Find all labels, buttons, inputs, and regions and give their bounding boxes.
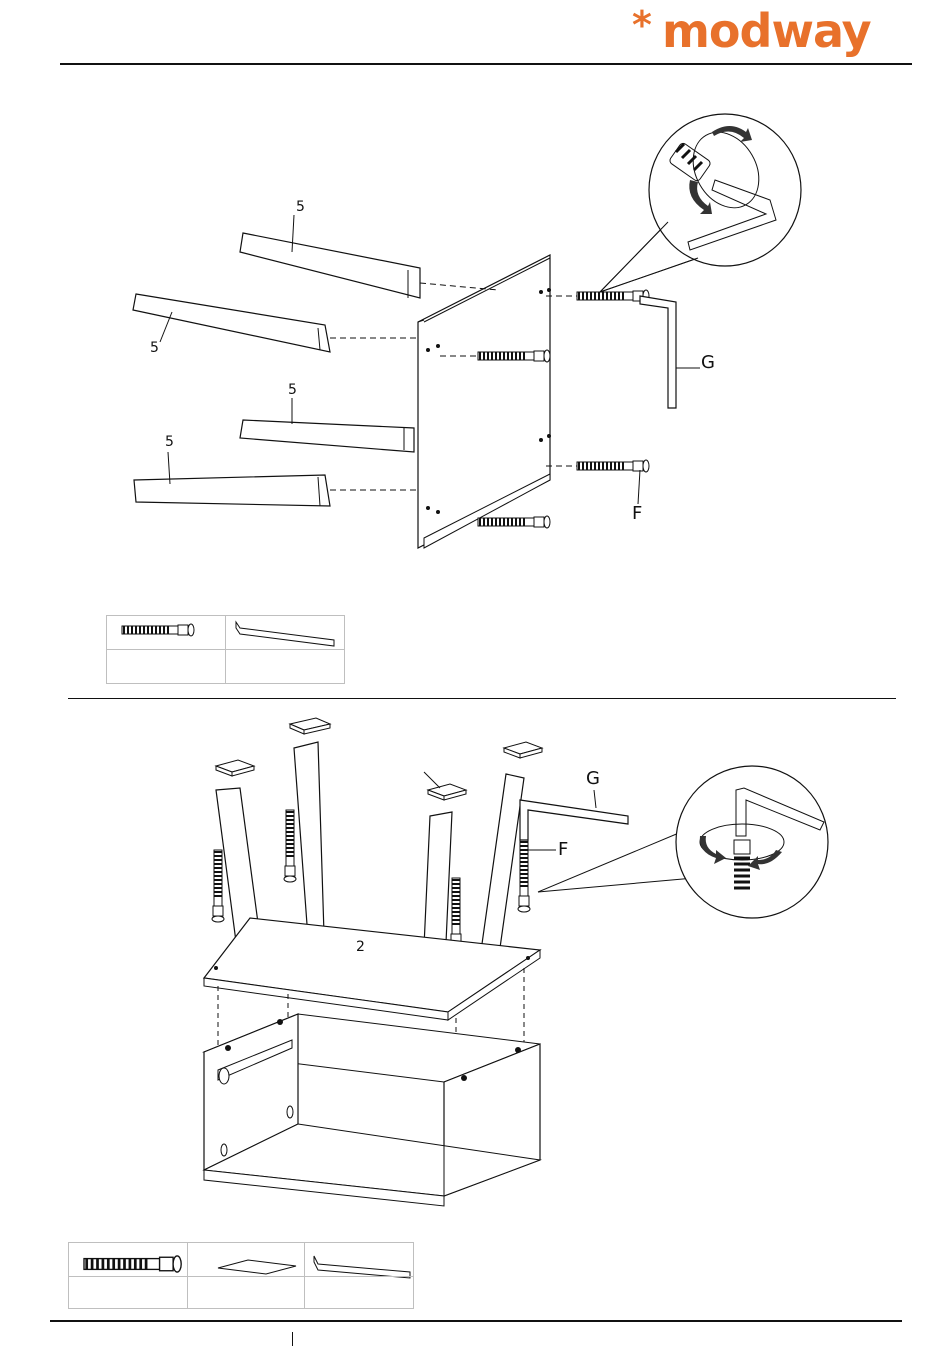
leg-4 bbox=[134, 475, 418, 506]
zoom-detail-2 bbox=[538, 766, 828, 918]
leg-2 bbox=[133, 294, 418, 352]
bolt-label-step2: F bbox=[558, 841, 568, 859]
key-label-step2: G bbox=[586, 770, 600, 788]
bolt-icon bbox=[107, 616, 226, 650]
parts-table-step2 bbox=[68, 1242, 414, 1309]
side-panel bbox=[418, 255, 551, 548]
allen-key bbox=[640, 296, 676, 408]
key-label-step1: G bbox=[701, 354, 715, 372]
felt-pads bbox=[216, 718, 542, 800]
bolt-label-step1: F bbox=[632, 505, 642, 523]
leg-label-4: 5 bbox=[165, 435, 174, 449]
parts-table-step1 bbox=[106, 615, 345, 684]
parts-qty-cell bbox=[69, 1277, 188, 1309]
footer-rule bbox=[50, 1320, 902, 1322]
page-marker bbox=[292, 1332, 293, 1346]
panel-label: 2 bbox=[356, 940, 365, 954]
leg-d bbox=[480, 774, 524, 962]
leg-3 bbox=[240, 420, 414, 452]
parts-qty-cell bbox=[107, 650, 226, 684]
zoom-detail-1 bbox=[600, 114, 801, 292]
leg-1 bbox=[240, 233, 498, 298]
felt-pad-icon bbox=[188, 1243, 305, 1277]
allen-key-icon bbox=[305, 1243, 414, 1277]
section-divider bbox=[68, 698, 896, 699]
parts-qty-cell bbox=[305, 1277, 414, 1309]
allen-key-icon bbox=[226, 616, 345, 650]
parts-qty-cell bbox=[226, 650, 345, 684]
leg-label-2: 5 bbox=[150, 341, 159, 355]
parts-qty-cell bbox=[188, 1277, 305, 1309]
bolt-icon bbox=[69, 1243, 188, 1277]
leg-a bbox=[294, 742, 324, 938]
cabinet-box bbox=[204, 1014, 540, 1206]
leg-label-3: 5 bbox=[288, 383, 297, 397]
leg-label-1: 5 bbox=[296, 200, 305, 214]
